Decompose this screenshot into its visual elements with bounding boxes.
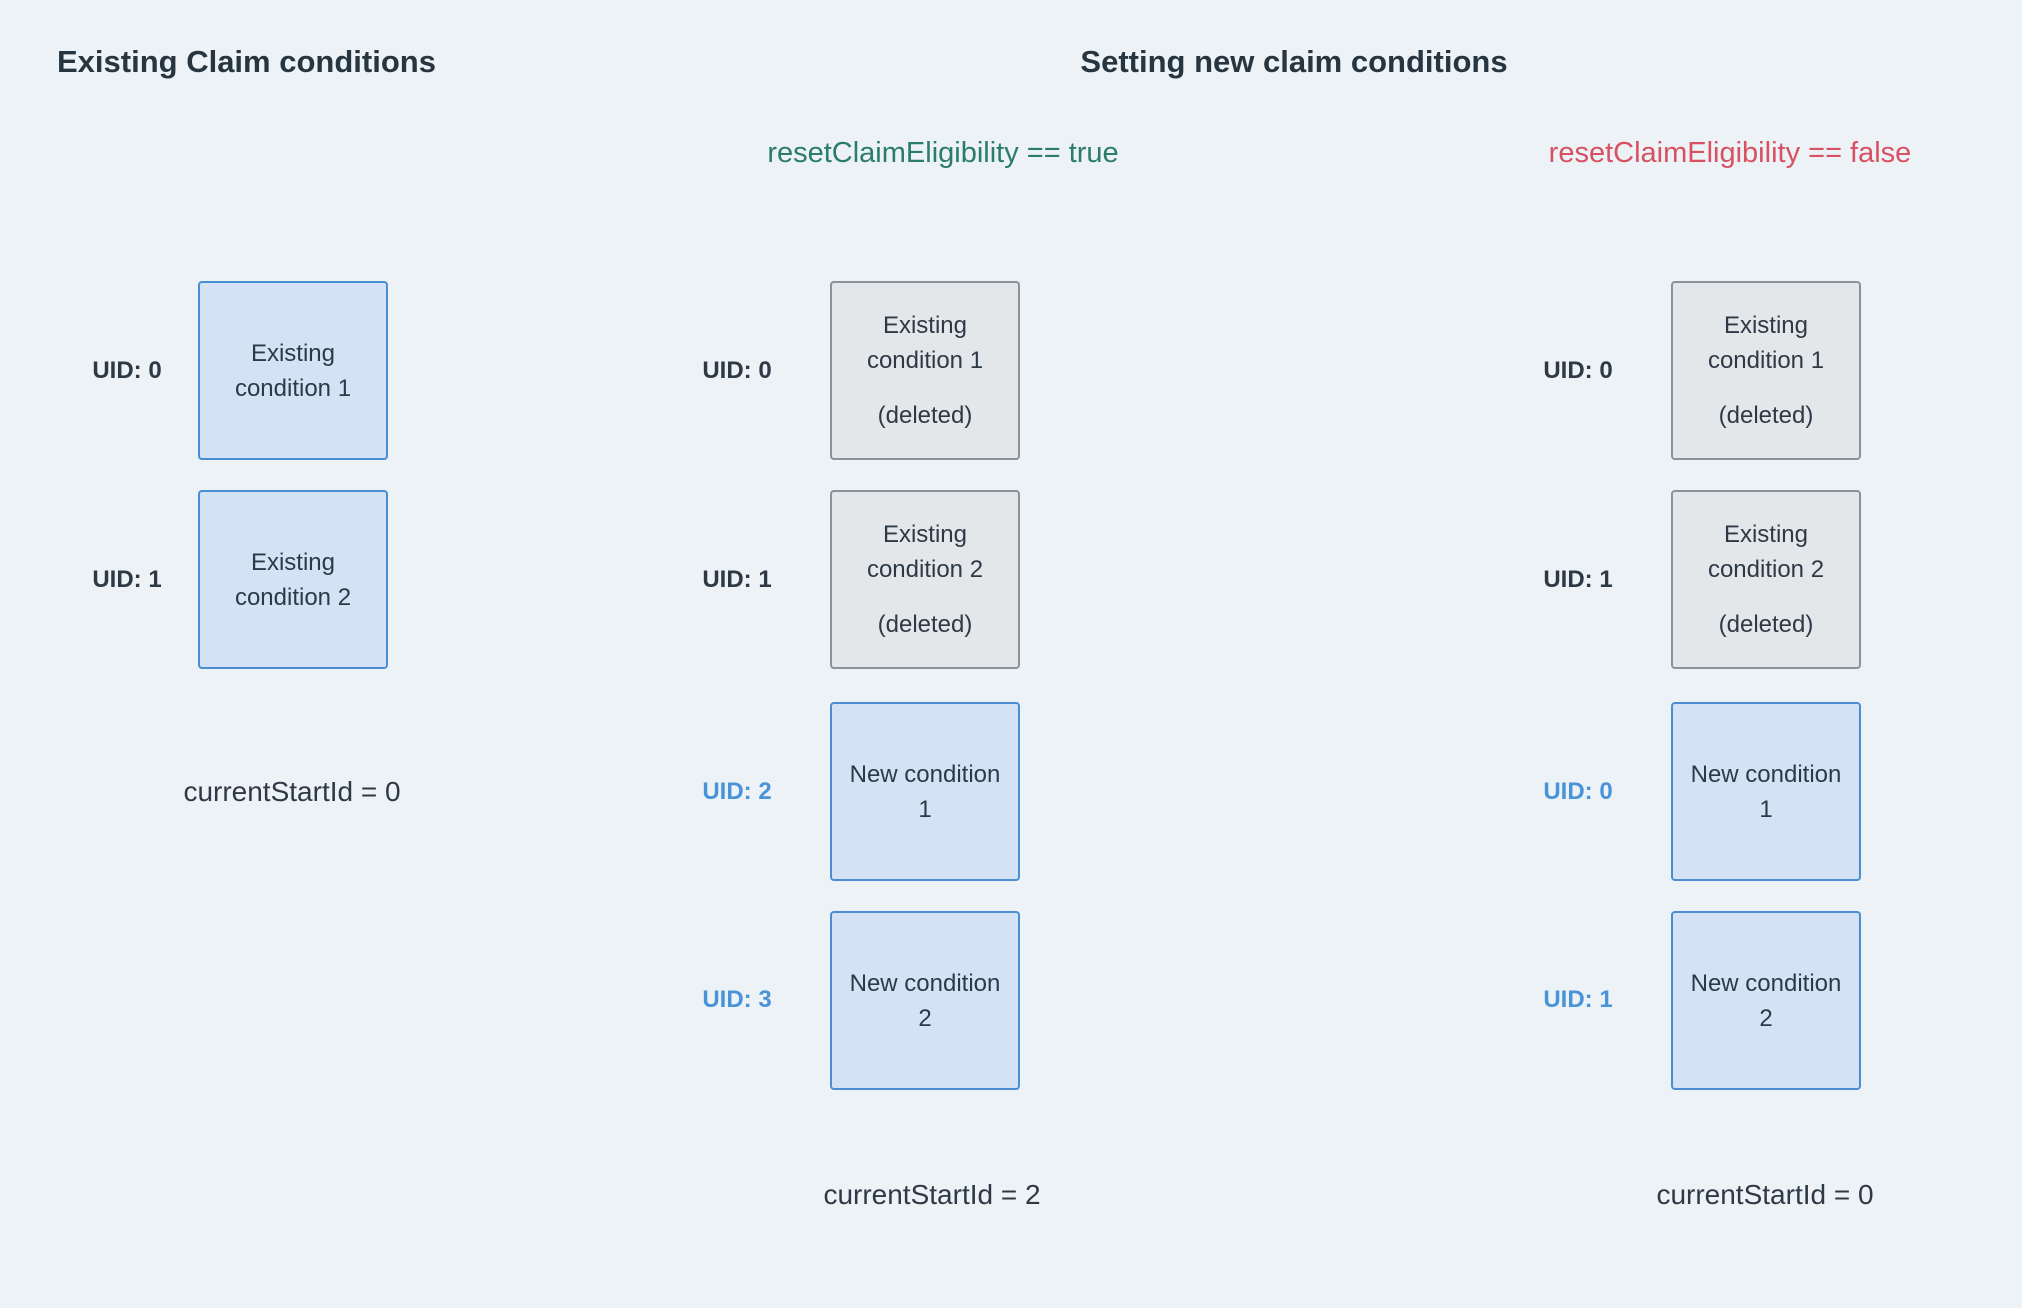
deleted-condition-box: Existing condition 1 (deleted)	[1671, 281, 1861, 460]
condition-box-label: Existing condition 2	[1707, 521, 1825, 583]
reset-eligibility-true-label: resetClaimEligibility == true	[767, 137, 1119, 169]
new-condition-box: New condition 2	[1671, 911, 1861, 1090]
condition-box-label: New condition 2	[849, 969, 1001, 1032]
uid-label: UID: 2	[702, 778, 772, 805]
deleted-condition-box: Existing condition 1 (deleted)	[830, 281, 1020, 460]
uid-label: UID: 0	[1543, 778, 1613, 805]
new-condition-box: New condition 2	[830, 911, 1020, 1090]
uid-label: UID: 1	[1543, 566, 1613, 593]
condition-box-label: New condition 1	[849, 760, 1001, 823]
deleted-condition-box: Existing condition 2 (deleted)	[1671, 490, 1861, 669]
uid-label: UID: 0	[702, 357, 772, 384]
condition-box-label: New condition 1	[1690, 760, 1842, 823]
current-start-id-true-case: currentStartId = 2	[823, 1179, 1041, 1210]
condition-box-label: Existing condition 2	[866, 521, 984, 583]
deleted-note: (deleted)	[877, 611, 973, 638]
uid-label: UID: 0	[92, 357, 162, 384]
condition-box-label: Existing condition 2	[234, 548, 352, 611]
existing-claims-title: Existing Claim conditions	[57, 44, 436, 79]
new-condition-box: New condition 1	[1671, 702, 1861, 881]
existing-condition-box: Existing condition 1	[198, 281, 388, 460]
current-start-id-existing: currentStartId = 0	[183, 776, 401, 807]
deleted-condition-box: Existing condition 2 (deleted)	[830, 490, 1020, 669]
uid-label: UID: 1	[1543, 986, 1613, 1013]
deleted-note: (deleted)	[877, 402, 973, 429]
new-condition-box: New condition 1	[830, 702, 1020, 881]
condition-box-label: Existing condition 1	[866, 312, 984, 374]
condition-box-label: New condition 2	[1690, 969, 1842, 1032]
existing-condition-box: Existing condition 2	[198, 490, 388, 669]
uid-label: UID: 0	[1543, 357, 1613, 384]
deleted-note: (deleted)	[1718, 611, 1814, 638]
uid-label: UID: 3	[702, 986, 772, 1013]
setting-new-claims-title: Setting new claim conditions	[1080, 44, 1508, 79]
uid-label: UID: 1	[92, 566, 162, 593]
deleted-note: (deleted)	[1718, 402, 1814, 429]
uid-label: UID: 1	[702, 566, 772, 593]
reset-eligibility-false-label: resetClaimEligibility == false	[1548, 137, 1912, 169]
condition-box-label: Existing condition 1	[1707, 312, 1825, 374]
condition-box-label: Existing condition 1	[234, 339, 352, 402]
current-start-id-false-case: currentStartId = 0	[1656, 1179, 1874, 1210]
